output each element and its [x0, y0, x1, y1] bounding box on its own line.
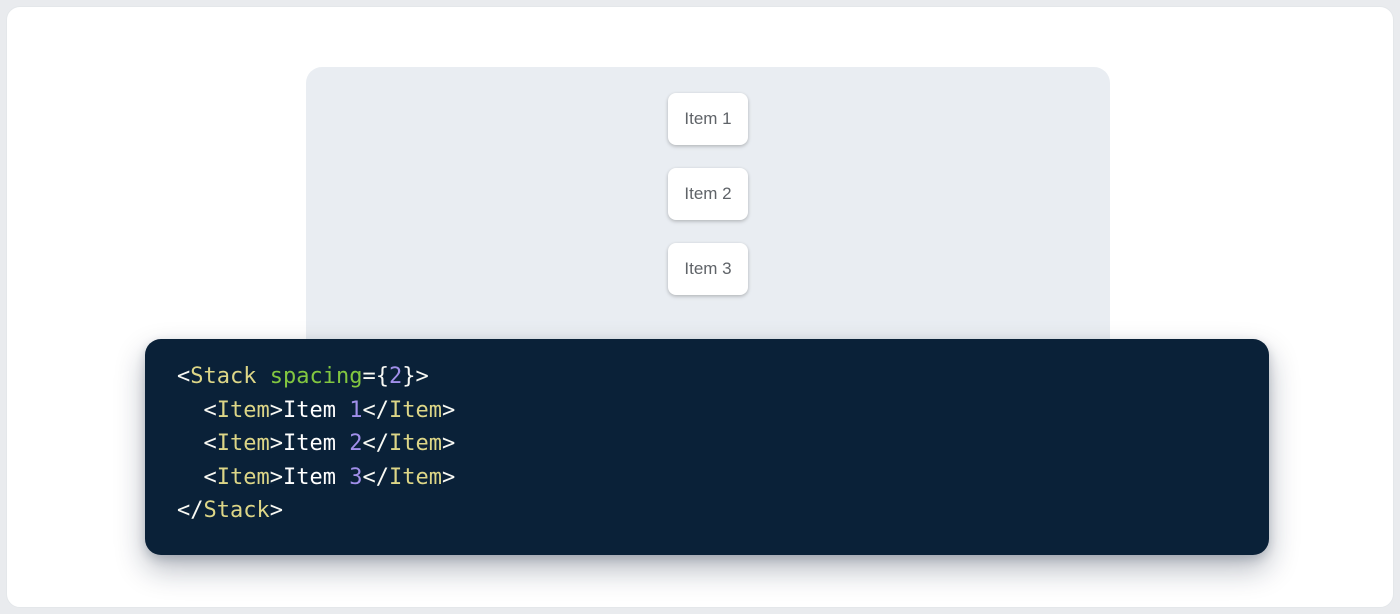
- code-token: 2: [388, 364, 403, 389]
- stack-item-label: Item 2: [684, 184, 732, 203]
- code-token: 1: [349, 397, 363, 423]
- code-token: }>: [402, 364, 429, 389]
- code-token: <: [177, 364, 191, 389]
- code-token: </: [177, 498, 204, 523]
- code-line: <Stack spacing={2}>: [177, 360, 1237, 394]
- code-token: >: [441, 464, 456, 490]
- code-token: >: [441, 397, 456, 423]
- stack-item-label: Item 3: [684, 259, 732, 278]
- stack-item-label: Item 1: [684, 109, 732, 128]
- code-token: 3: [349, 464, 363, 490]
- code-token: ={: [362, 364, 389, 389]
- code-token: Item: [216, 431, 270, 456]
- code-token: >: [269, 431, 283, 456]
- code-token: 2: [349, 431, 363, 456]
- code-token: <: [177, 397, 217, 423]
- code-token: </: [362, 464, 389, 490]
- code-token: Item: [388, 464, 442, 490]
- code-token: Item: [282, 464, 350, 490]
- code-line: </Stack>: [177, 494, 1237, 528]
- code-token: >: [441, 431, 456, 456]
- code-token: Item: [388, 397, 442, 423]
- code-block: <Stack spacing={2}> <Item>Item 1</Item> …: [145, 339, 1269, 555]
- code-line: <Item>Item 2</Item>: [177, 427, 1237, 461]
- code-token: Item: [216, 397, 270, 423]
- code-token: Stack: [203, 498, 270, 523]
- code-token: </: [362, 431, 389, 456]
- code-token: </: [362, 397, 389, 423]
- code-line: <Item>Item 3</Item>: [177, 461, 1237, 495]
- code-token: Stack: [190, 364, 257, 389]
- code-token: Item: [282, 397, 350, 423]
- stack-item: Item 3: [668, 243, 748, 295]
- stack-container: Item 1 Item 2 Item 3: [306, 67, 1110, 295]
- code-token: Item: [388, 431, 442, 456]
- code-token: >: [269, 464, 283, 490]
- code-token: Item: [216, 464, 270, 490]
- code-token: >: [269, 498, 283, 523]
- code-token: Item: [282, 431, 350, 456]
- code-token: spacing: [269, 364, 363, 389]
- code-token: <: [177, 431, 217, 456]
- stack-item: Item 1: [668, 93, 748, 145]
- code-token: <: [177, 464, 217, 490]
- code-token: [256, 364, 269, 389]
- code-token: >: [269, 397, 283, 423]
- code-line: <Item>Item 1</Item>: [177, 394, 1237, 428]
- code-snippet: <Stack spacing={2}> <Item>Item 1</Item> …: [177, 360, 1237, 528]
- stack-item: Item 2: [668, 168, 748, 220]
